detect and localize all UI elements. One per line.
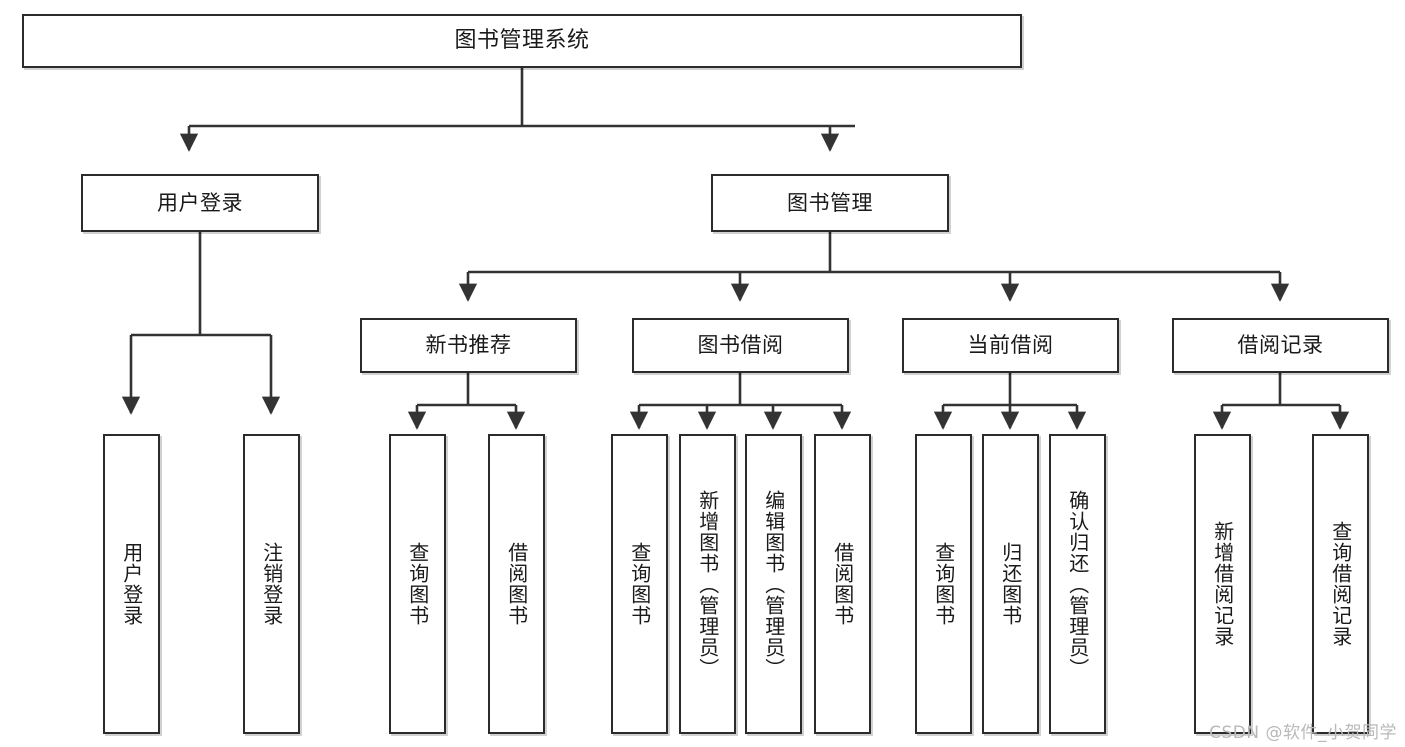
node-user-login[interactable]: 用户登录 <box>81 174 319 232</box>
leaf-book-borrow-add[interactable]: 新增图书（管理员） <box>679 434 736 734</box>
node-label: 注销登录 <box>259 542 284 626</box>
node-borrow-record[interactable]: 借阅记录 <box>1172 318 1389 373</box>
node-label: 归还图书 <box>998 542 1023 626</box>
node-label: 借阅图书 <box>830 542 855 626</box>
leaf-new-book-borrow[interactable]: 借阅图书 <box>488 434 545 734</box>
node-book-borrow[interactable]: 图书借阅 <box>632 318 849 373</box>
node-label: 新增借阅记录 <box>1210 521 1235 647</box>
node-label: 用户登录 <box>119 542 144 626</box>
leaf-new-book-query[interactable]: 查询图书 <box>389 434 446 734</box>
leaf-borrow-record-add[interactable]: 新增借阅记录 <box>1194 434 1251 734</box>
node-label: 借阅图书 <box>504 542 529 626</box>
node-current-borrow[interactable]: 当前借阅 <box>902 318 1119 373</box>
node-label: 图书管理系统 <box>454 28 590 54</box>
node-label: 确认归还（管理员） <box>1065 489 1090 679</box>
leaf-user-login-signin[interactable]: 用户登录 <box>103 434 160 734</box>
leaf-borrow-record-query[interactable]: 查询借阅记录 <box>1312 434 1369 734</box>
node-label: 图书借阅 <box>697 333 784 358</box>
node-book-management[interactable]: 图书管理 <box>711 174 949 232</box>
node-label: 查询图书 <box>931 542 956 626</box>
leaf-current-borrow-return[interactable]: 归还图书 <box>982 434 1039 734</box>
node-label: 用户登录 <box>157 190 243 215</box>
watermark-text: CSDN @软件_小贺同学 <box>1209 723 1397 743</box>
node-label: 查询图书 <box>627 542 652 626</box>
node-label: 新书推荐 <box>425 333 512 358</box>
node-label: 查询图书 <box>405 542 430 626</box>
leaf-book-borrow-edit[interactable]: 编辑图书（管理员） <box>745 434 802 734</box>
leaf-current-borrow-query[interactable]: 查询图书 <box>915 434 972 734</box>
node-label: 查询借阅记录 <box>1328 521 1353 647</box>
node-new-book-recommend[interactable]: 新书推荐 <box>360 318 577 373</box>
leaf-current-borrow-confirm-return[interactable]: 确认归还（管理员） <box>1049 434 1106 734</box>
leaf-book-borrow-lend[interactable]: 借阅图书 <box>814 434 871 734</box>
node-root-system[interactable]: 图书管理系统 <box>22 14 1022 68</box>
leaf-book-borrow-query[interactable]: 查询图书 <box>611 434 668 734</box>
node-label: 当前借阅 <box>967 333 1054 358</box>
node-label: 借阅记录 <box>1237 333 1324 358</box>
node-label: 图书管理 <box>787 190 873 215</box>
node-label: 编辑图书（管理员） <box>761 489 786 679</box>
node-label: 新增图书（管理员） <box>695 489 720 679</box>
leaf-user-login-signout[interactable]: 注销登录 <box>243 434 300 734</box>
